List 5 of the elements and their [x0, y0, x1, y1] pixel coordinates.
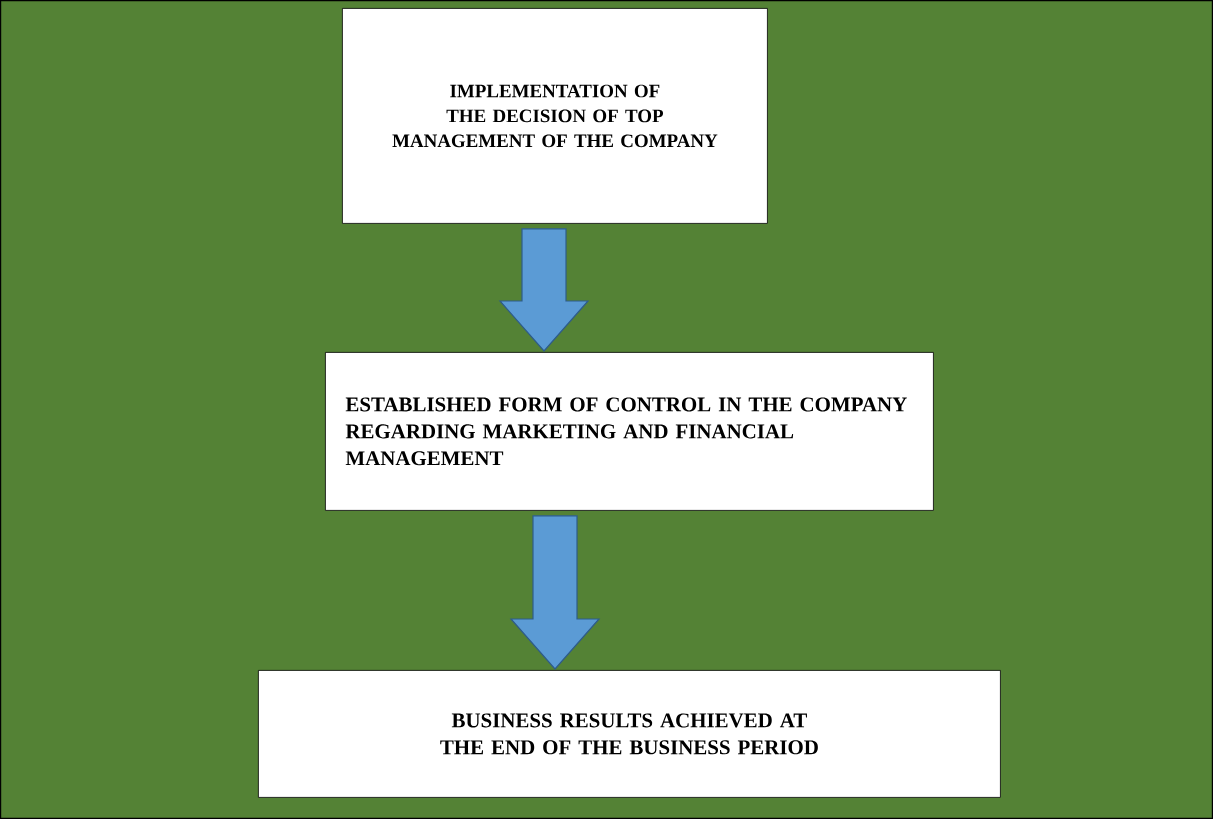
- process-box: ESTABLISHED FORM OF CONTROL IN THE COMPANY REGARDING MARKETING AND FINANCIAL MANAGEMENT: [325, 352, 934, 511]
- process-box: BUSINESS RESULTS ACHIEVED AT THE END OF THE BUSINESS PERIOD: [258, 670, 1001, 798]
- process-box: IMPLEMENTATION OF THE DECISION OF TOP MANAGEMENT OF THE COMPANY: [342, 8, 768, 224]
- block-arrow: [498, 228, 590, 352]
- block-arrow: [509, 515, 601, 670]
